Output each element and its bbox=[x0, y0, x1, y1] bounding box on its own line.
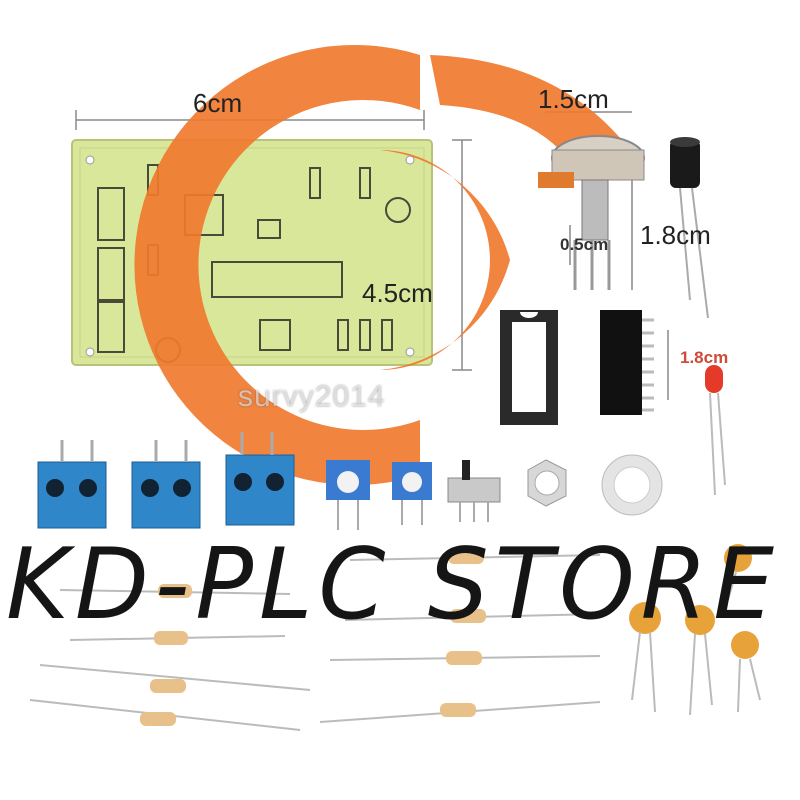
pot-shaft-label: 0.5cm bbox=[560, 235, 609, 254]
terminal-block-1 bbox=[37, 440, 107, 529]
ceramic-capacitors bbox=[629, 544, 761, 716]
slide-switch bbox=[447, 460, 501, 522]
electrolytic-capacitor bbox=[670, 137, 709, 319]
terminal-block-3 bbox=[225, 432, 295, 526]
pot-width-label: 1.5cm bbox=[538, 84, 609, 114]
resistor bbox=[39, 664, 311, 693]
resistor bbox=[344, 609, 601, 623]
trimmer-pot-1 bbox=[326, 460, 370, 530]
pcb-board bbox=[71, 139, 433, 366]
pcb-width-label: 6cm bbox=[193, 88, 243, 118]
ceramic-capacitor bbox=[629, 602, 661, 713]
resistor bbox=[329, 651, 601, 665]
terminal-block-2 bbox=[131, 440, 201, 529]
hex-nut bbox=[527, 459, 567, 507]
ceramic-capacitor bbox=[685, 605, 715, 716]
resistor bbox=[69, 631, 286, 645]
resistor bbox=[59, 584, 291, 598]
led-height-label: 1.8cm bbox=[680, 348, 729, 367]
washer bbox=[601, 454, 663, 516]
led bbox=[705, 365, 726, 496]
ic-socket bbox=[500, 310, 558, 425]
trimmer-pot-2 bbox=[392, 462, 432, 525]
resistors bbox=[29, 550, 601, 731]
watermark-text: survy2014 bbox=[238, 380, 386, 413]
store-banner: KD-PLC STORE bbox=[6, 528, 780, 642]
pcb-height-label: 4.5cm bbox=[362, 278, 433, 308]
resistor bbox=[319, 701, 601, 723]
orange-logo-watermark bbox=[134, 44, 630, 486]
ceramic-capacitor bbox=[724, 544, 752, 601]
resistor bbox=[29, 699, 301, 731]
ic-chip bbox=[600, 310, 654, 415]
ceramic-capacitor bbox=[731, 631, 761, 713]
cap-height-label: 1.8cm bbox=[640, 220, 711, 250]
resistor bbox=[349, 550, 601, 564]
potentiometer bbox=[538, 135, 645, 290]
